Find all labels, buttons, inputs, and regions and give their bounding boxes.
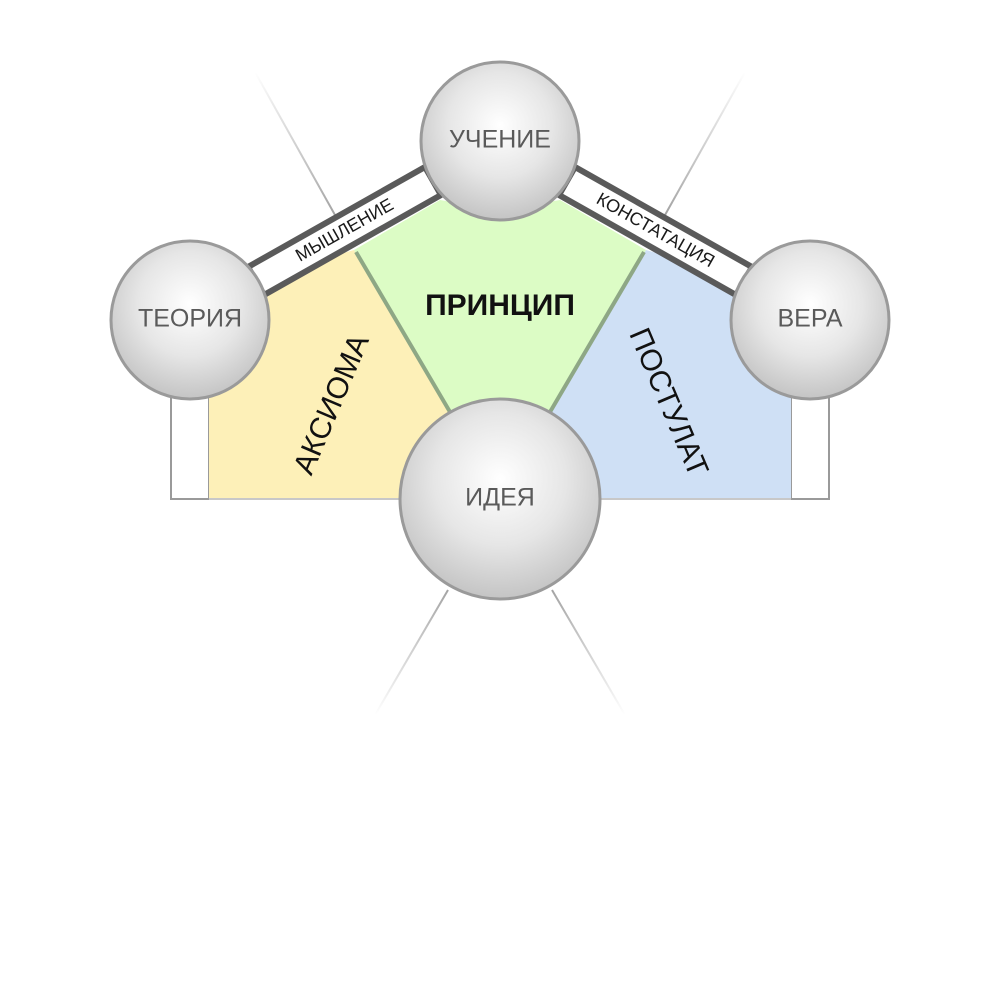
node-uchenie: УЧЕНИЕ	[419, 60, 581, 222]
node-label-teoriya: ТЕОРИЯ	[138, 305, 242, 333]
node-label-ideya: ИДЕЯ	[465, 484, 535, 512]
region-princip	[354, 200, 646, 412]
post-left	[170, 395, 210, 500]
princip-edge-left	[354, 250, 452, 414]
guide-line-upper-left	[254, 71, 336, 216]
post-right	[790, 395, 830, 500]
node-sphere-uchenie	[419, 60, 581, 222]
guide-line-lower-right	[551, 589, 626, 716]
node-label-vera: ВЕРА	[777, 305, 842, 333]
node-label-uchenie: УЧЕНИЕ	[449, 126, 551, 154]
region-label-princip: ПРИНЦИП	[425, 289, 575, 322]
princip-edge-right	[548, 250, 646, 414]
node-sphere-teoriya	[109, 239, 271, 401]
node-sphere-vera	[729, 239, 891, 401]
node-vera: ВЕРА	[729, 239, 891, 401]
guide-line-lower-left	[374, 589, 449, 716]
guide-line-upper-right	[664, 71, 746, 216]
node-ideya: ИДЕЯ	[398, 397, 602, 601]
node-sphere-ideya	[398, 397, 602, 601]
node-teoriya: ТЕОРИЯ	[109, 239, 271, 401]
